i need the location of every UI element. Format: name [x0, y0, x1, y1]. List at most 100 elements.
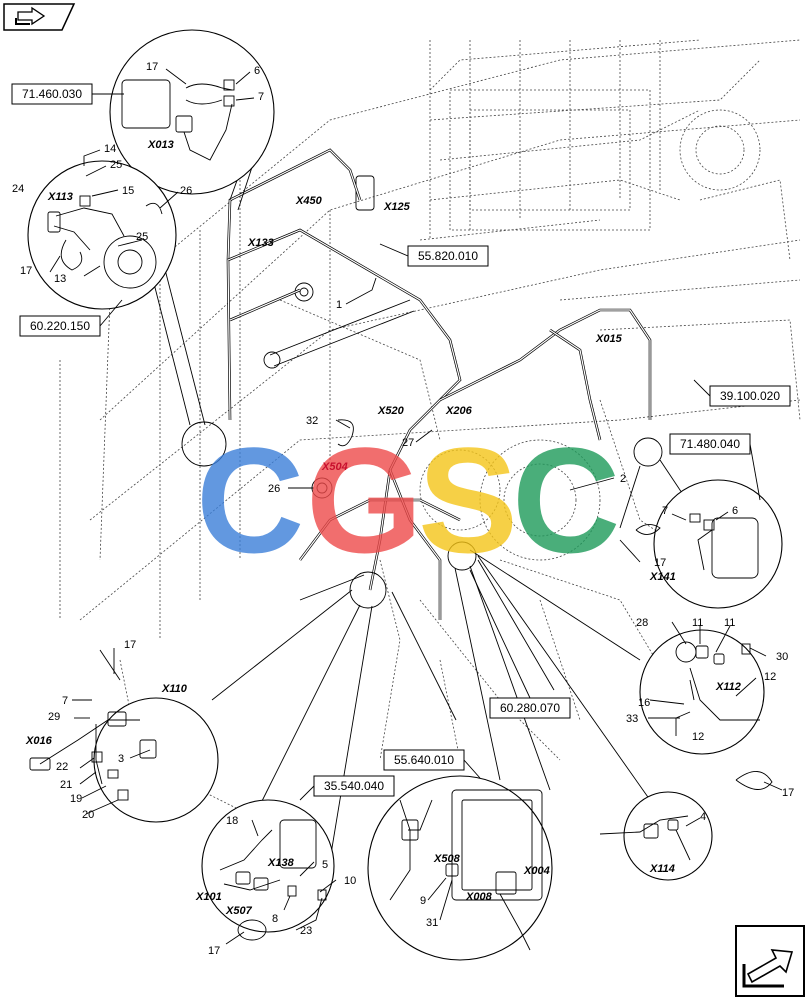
- connector-x206: X206: [445, 405, 473, 417]
- connector-labels: X013 X113 X450 X125 X133 X015 X520 X206 …: [25, 139, 741, 917]
- callout-29: 29: [48, 711, 60, 723]
- watermark: C G S C: [196, 416, 620, 584]
- connector-x112: X112: [715, 681, 741, 693]
- callout-6: 6: [254, 65, 260, 77]
- callout-7: 7: [662, 505, 668, 517]
- detail-circle-x013: [109, 29, 275, 195]
- callout-25: 25: [110, 159, 122, 171]
- callout-leaders: [49, 68, 783, 945]
- callout-16: 16: [638, 697, 650, 709]
- callout-9: 9: [420, 895, 426, 907]
- callout-7: 7: [258, 91, 264, 103]
- main-harness: [226, 148, 652, 620]
- callout-33: 33: [626, 713, 638, 725]
- watermark-letter-1: C: [196, 416, 304, 584]
- callout-15: 15: [122, 185, 134, 197]
- watermark-letter-3: S: [418, 416, 518, 584]
- detail-circle-x113: [27, 160, 177, 310]
- reference-box-35540040[interactable]: 35.540.040: [299, 775, 395, 801]
- callout-30: 30: [776, 651, 788, 663]
- connector-x016: X016: [25, 735, 53, 747]
- connector-x141: X141: [649, 571, 676, 583]
- callout-23: 23: [300, 925, 312, 937]
- callout-32: 32: [306, 415, 318, 427]
- callout-8: 8: [272, 913, 278, 925]
- connector-x138: X138: [267, 857, 295, 869]
- callout-26: 26: [268, 483, 280, 495]
- reference-box-60280070[interactable]: 60.280.070: [469, 569, 571, 719]
- previous-page-arrow-icon: [15, 6, 46, 26]
- machine-line-art: [59, 39, 801, 821]
- connector-x015: X015: [595, 333, 623, 345]
- reference-box-label: 35.540.040: [324, 779, 384, 793]
- callout-labels: 17 6 7 14 25 15 24 26 25 17 13 1 32 2 7 2…: [12, 61, 794, 957]
- connector-x008: X008: [465, 891, 493, 903]
- callout-17: 17: [208, 945, 220, 957]
- callout-24: 24: [12, 183, 24, 195]
- callout-17: 17: [146, 61, 158, 73]
- connector-x450: X450: [295, 195, 323, 207]
- callout-11: 11: [724, 617, 735, 629]
- callout-10: 10: [344, 875, 356, 887]
- callout-4: 4: [700, 811, 706, 823]
- reference-box-label: 55.640.010: [394, 753, 454, 767]
- reference-box-71460030[interactable]: 71.460.030: [11, 83, 124, 105]
- previous-page-button[interactable]: [3, 3, 76, 31]
- callout-17: 17: [124, 639, 136, 651]
- callout-20: 20: [82, 809, 94, 821]
- detail-circle-x114: [599, 791, 713, 881]
- reference-box-39100020[interactable]: 39.100.020: [693, 379, 791, 407]
- connector-x110: X110: [161, 683, 188, 695]
- callout-25: 25: [136, 231, 148, 243]
- callout-2: 2: [620, 473, 626, 485]
- callout-5: 5: [322, 859, 328, 871]
- callout-12: 12: [692, 731, 704, 743]
- callout-6: 6: [732, 505, 738, 517]
- detail-circle-x508: [367, 775, 553, 961]
- connector-x520: X520: [377, 405, 405, 417]
- connector-x504: X504: [321, 461, 348, 473]
- connector-x125: X125: [383, 201, 411, 213]
- reference-box-71480040[interactable]: 71.480.040: [669, 433, 761, 501]
- connector-x113: X113: [47, 191, 73, 203]
- detail-circle-x112: [639, 629, 765, 755]
- reference-box-label: 39.100.020: [720, 389, 780, 403]
- callout-31: 31: [426, 917, 438, 929]
- connector-x507: X507: [225, 905, 253, 917]
- reference-box-55640010[interactable]: 55.640.010: [383, 749, 481, 779]
- reference-box-label: 71.460.030: [22, 87, 82, 101]
- reference-box-60220150[interactable]: 60.220.150: [19, 299, 123, 337]
- connector-x004: X004: [523, 865, 550, 877]
- callout-28: 28: [636, 617, 648, 629]
- callout-11: 11: [692, 617, 703, 629]
- callout-22: 22: [56, 761, 68, 773]
- callout-14: 14: [104, 143, 116, 155]
- reference-box-label: 55.820.010: [418, 249, 478, 263]
- watermark-letter-4: C: [512, 416, 620, 584]
- next-page-arrow-icon: [742, 949, 794, 988]
- detail-circle-x141: [635, 479, 783, 609]
- watermark-letter-2: G: [306, 416, 423, 584]
- next-page-button[interactable]: [735, 925, 805, 997]
- detail-circle-x138: [201, 799, 335, 941]
- callout-13: 13: [54, 273, 66, 285]
- callout-17: 17: [20, 265, 32, 277]
- callout-1: 1: [336, 299, 342, 311]
- callout-18: 18: [226, 815, 238, 827]
- detail-circle-x110: [29, 649, 219, 823]
- connector-x013: X013: [147, 139, 174, 151]
- callout-12: 12: [764, 671, 776, 683]
- reference-box-55820010[interactable]: 55.820.010: [379, 243, 489, 267]
- callout-17: 17: [654, 557, 666, 569]
- connector-x508: X508: [433, 853, 461, 865]
- callout-3: 3: [118, 753, 124, 765]
- reference-box-label: 71.480.040: [680, 437, 740, 451]
- connector-x133: X133: [247, 237, 274, 249]
- reference-box-label: 60.220.150: [30, 319, 90, 333]
- callout-17: 17: [782, 787, 794, 799]
- reference-box-label: 60.280.070: [500, 701, 560, 715]
- connector-x101: X101: [195, 891, 222, 903]
- callout-21: 21: [60, 779, 72, 791]
- callout-7: 7: [62, 695, 68, 707]
